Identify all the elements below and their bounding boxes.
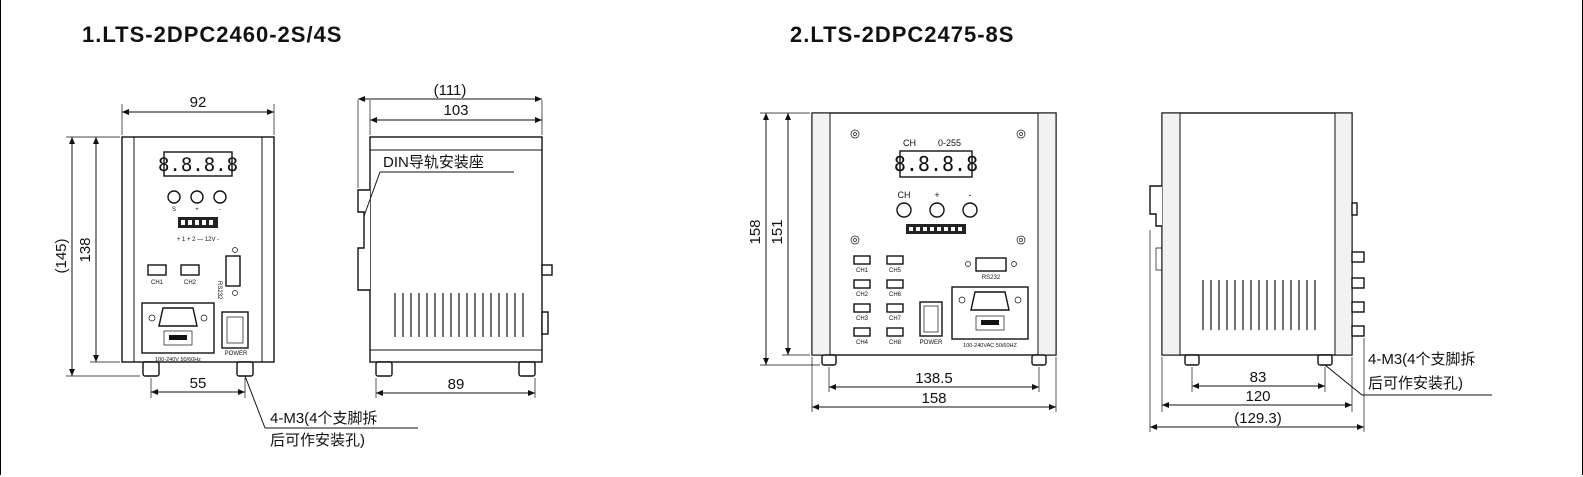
connector-label: CH2	[856, 292, 869, 298]
led-display	[899, 150, 973, 178]
foot	[821, 354, 837, 366]
dim-depth: 103	[443, 102, 468, 119]
button-minus-icon	[213, 190, 227, 204]
model2-title: 2.LTS-2DPC2475-8S	[790, 22, 1015, 47]
dim-width: 92	[190, 94, 207, 111]
rs232-label: RS232	[982, 275, 1001, 281]
vent-slots	[388, 293, 524, 337]
dim-feet: 55	[190, 375, 207, 392]
foot	[1317, 354, 1333, 366]
dim-feet-side: 89	[448, 376, 465, 393]
foot	[236, 361, 254, 377]
button-label: -	[219, 207, 221, 213]
display-label-ch: CH	[903, 138, 916, 148]
connector-label: CH1	[856, 268, 869, 274]
connector-label: CH1	[151, 280, 164, 286]
vent-slots	[1198, 280, 1320, 330]
connector-label: CH6	[889, 292, 902, 298]
power-switch-icon	[221, 311, 249, 349]
rs232-port-icon	[225, 255, 241, 287]
button-plus-icon	[190, 190, 204, 204]
terminal-label: + 1 + 2 — 12V -	[177, 237, 219, 243]
dim-width: 158	[921, 390, 946, 407]
connector-label: CH5	[889, 268, 902, 274]
mount-note-line1: 4-M3(4个支脚拆	[1368, 351, 1476, 368]
button-label: S	[172, 207, 176, 213]
dim-feet: 138.5	[915, 370, 953, 387]
connector-icon	[180, 264, 200, 276]
button-label: +	[195, 207, 199, 213]
mount-note-line2: 后可作安装孔)	[1368, 375, 1463, 392]
switch-label: POWER	[225, 351, 248, 357]
dim-total-depth: (111)	[434, 82, 467, 99]
terminal-block-icon	[906, 224, 966, 234]
side-connector-icon	[541, 264, 553, 276]
mount-note-line1: 4-M3(4个支脚拆	[270, 410, 378, 427]
button-label: CH	[898, 190, 911, 200]
din-label: DIN导轨安装座	[383, 154, 484, 171]
button-s-icon	[167, 190, 181, 204]
dim-feet-side: 83	[1250, 369, 1267, 386]
button-plus-icon	[929, 202, 945, 218]
button-label: +	[934, 190, 939, 200]
connector-icon	[147, 264, 167, 276]
power-rating: 100-240V 50/60Hz	[155, 357, 201, 363]
connector-label: CH3	[856, 316, 869, 322]
rs232-label: RS232	[216, 281, 222, 300]
din-rail-mount-icon	[357, 189, 370, 291]
foot	[1184, 354, 1200, 366]
connector-label: CH7	[889, 316, 902, 322]
switch-label: POWER	[920, 340, 943, 346]
connector-label: CH4	[856, 340, 869, 346]
model1-side-view: (111) 103 DIN导轨安装座 89	[357, 82, 553, 398]
led-display	[163, 151, 233, 177]
connector-label: CH8	[889, 340, 902, 346]
foot	[518, 361, 536, 377]
dim-height-inner: 151	[769, 219, 786, 244]
dim-height-outer: (145)	[53, 238, 70, 273]
display-label-range: 0-255	[938, 138, 961, 148]
connector-label: CH2	[184, 280, 197, 286]
model2-front-view: CH 0-255 8.8.8.8 CH + - CH1 CH5 CH2 CH6 …	[747, 112, 1057, 412]
button-ch-icon	[896, 202, 912, 218]
dim-depth: 120	[1245, 388, 1270, 405]
power-switch-icon	[919, 301, 943, 337]
button-minus-icon	[962, 202, 978, 218]
dim-total-depth: (129.3)	[1234, 410, 1282, 427]
mount-note-line2: 后可作安装孔)	[270, 432, 365, 449]
side-switch-icon	[541, 311, 549, 335]
rs232-port-icon	[975, 257, 1007, 272]
foot	[375, 361, 393, 377]
din-rail-clip-icon	[1149, 185, 1162, 227]
dim-height-inner: 138	[77, 237, 94, 262]
model1-title: 1.LTS-2DPC2460-2S/4S	[82, 22, 343, 47]
model1-front-view: 8.8.8.8 S + - + 1 + 2 — 12V - CH1 CH2 RS…	[53, 94, 418, 449]
led-digits: 8.8.8.8	[894, 152, 978, 176]
dim-height-outer: 158	[747, 219, 764, 244]
model2-side-view: 83 120 (129.3) 4-M3(4个支脚拆 后可作安装孔)	[1149, 112, 1492, 432]
connector-grid	[853, 255, 904, 337]
power-rating: 100-240VAC 50/60HZ	[963, 343, 1017, 349]
foot	[142, 361, 160, 377]
button-label: -	[969, 190, 972, 200]
foot	[1031, 354, 1047, 366]
led-digits: 8.8.8.8	[158, 154, 238, 176]
